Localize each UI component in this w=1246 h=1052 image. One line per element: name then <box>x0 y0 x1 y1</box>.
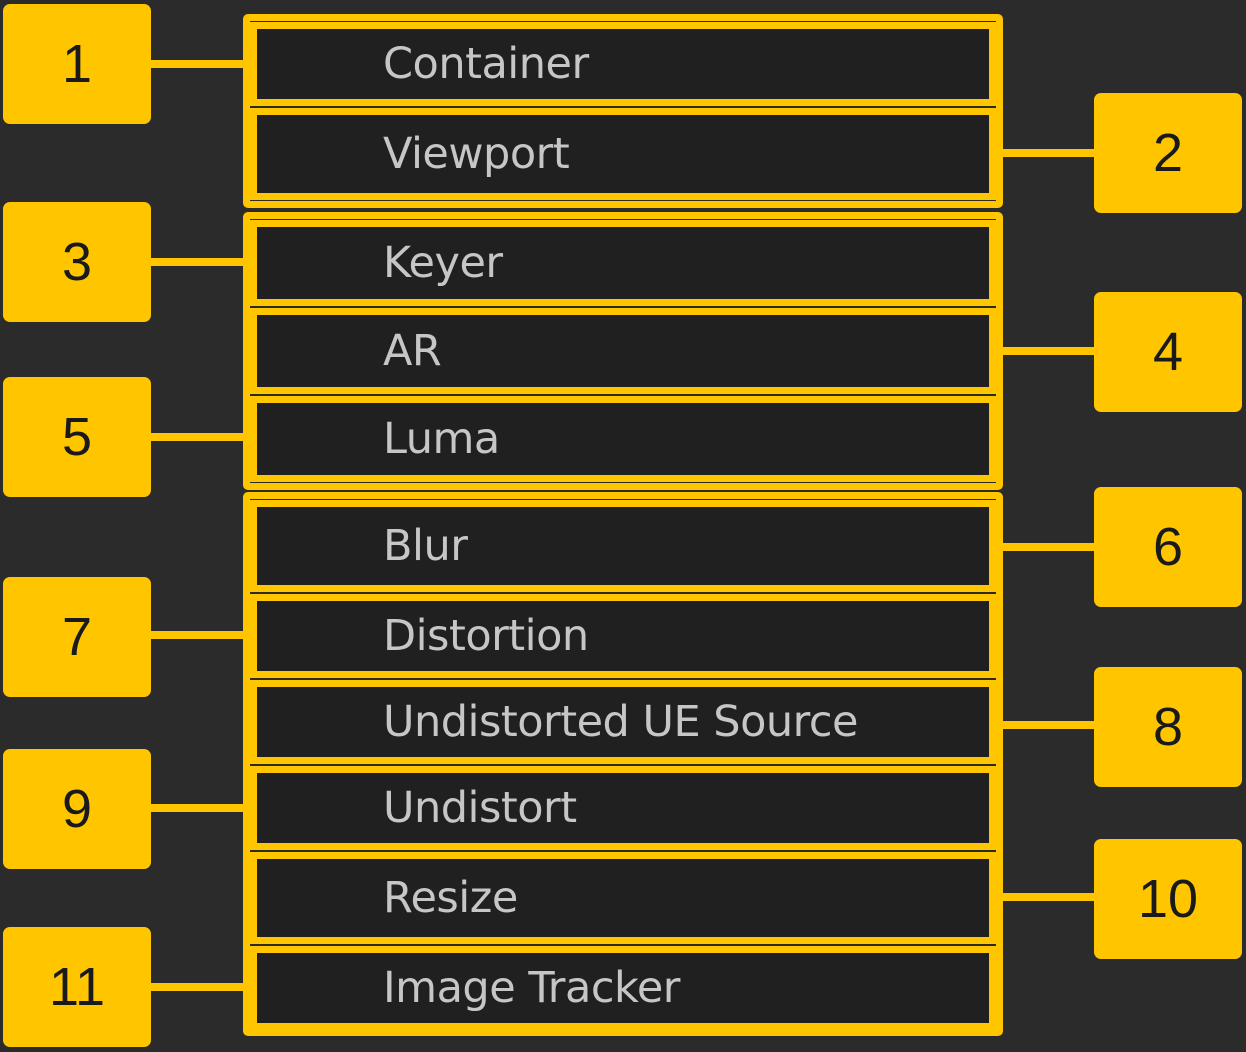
menu-item-image-tracker[interactable]: Image Tracker <box>250 946 996 1030</box>
callout-connector-10 <box>994 893 1096 901</box>
menu-item-keyer[interactable]: Keyer <box>250 220 996 306</box>
callout-badge-1: 1 <box>3 4 151 124</box>
callout-badge-7: 7 <box>3 577 151 697</box>
callout-badge-5: 5 <box>3 377 151 497</box>
callout-connector-8 <box>994 721 1096 729</box>
menu-item-luma[interactable]: Luma <box>250 396 996 482</box>
callout-connector-3 <box>148 258 252 266</box>
menu-item-blur[interactable]: Blur <box>250 500 996 592</box>
menu-item-undistort[interactable]: Undistort <box>250 766 996 850</box>
group-outline-3 <box>243 492 1003 1036</box>
callout-connector-5 <box>148 433 252 441</box>
menu-item-undistorted-ue-source[interactable]: Undistorted UE Source <box>250 680 996 764</box>
callout-connector-7 <box>148 631 252 639</box>
callout-connector-6 <box>994 543 1096 551</box>
menu-item-resize[interactable]: Resize <box>250 852 996 944</box>
callout-badge-8: 8 <box>1094 667 1242 787</box>
menu-item-distortion[interactable]: Distortion <box>250 594 996 678</box>
callout-badge-11: 11 <box>3 927 151 1047</box>
callout-badge-9: 9 <box>3 749 151 869</box>
callout-connector-11 <box>148 983 252 991</box>
callout-connector-2 <box>994 149 1096 157</box>
callout-connector-1 <box>148 60 252 68</box>
group-outline-1 <box>243 14 1003 208</box>
menu-item-container[interactable]: Container <box>250 22 996 106</box>
menu-item-ar[interactable]: AR <box>250 308 996 394</box>
menu-item-viewport[interactable]: Viewport <box>250 108 996 200</box>
callout-badge-10: 10 <box>1094 839 1242 959</box>
callout-badge-6: 6 <box>1094 487 1242 607</box>
callout-badge-4: 4 <box>1094 292 1242 412</box>
callout-connector-4 <box>994 347 1096 355</box>
callout-connector-9 <box>148 804 252 812</box>
callout-badge-2: 2 <box>1094 93 1242 213</box>
callout-badge-3: 3 <box>3 202 151 322</box>
